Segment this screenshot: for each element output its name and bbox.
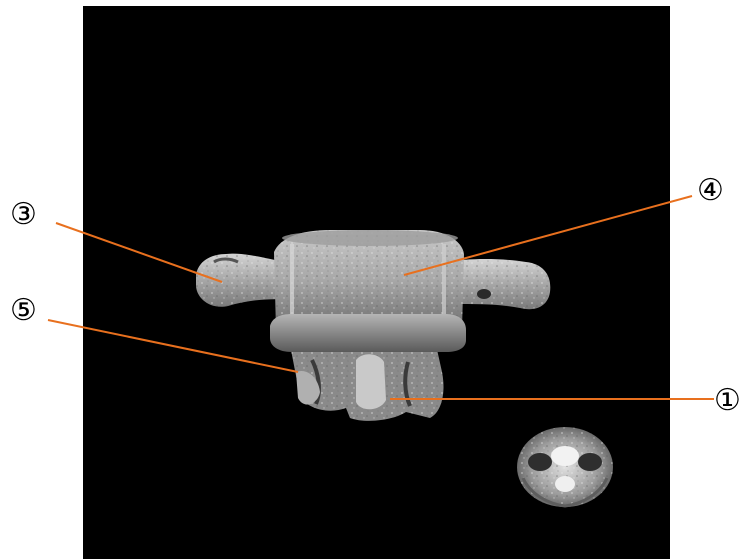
axial-ct-inset [517, 427, 613, 507]
label-4: ④ [697, 173, 724, 208]
label-3: ③ [10, 197, 37, 232]
vertebral-body [270, 230, 466, 352]
label-5: ⑤ [10, 293, 37, 328]
label-1: ① [714, 383, 741, 418]
